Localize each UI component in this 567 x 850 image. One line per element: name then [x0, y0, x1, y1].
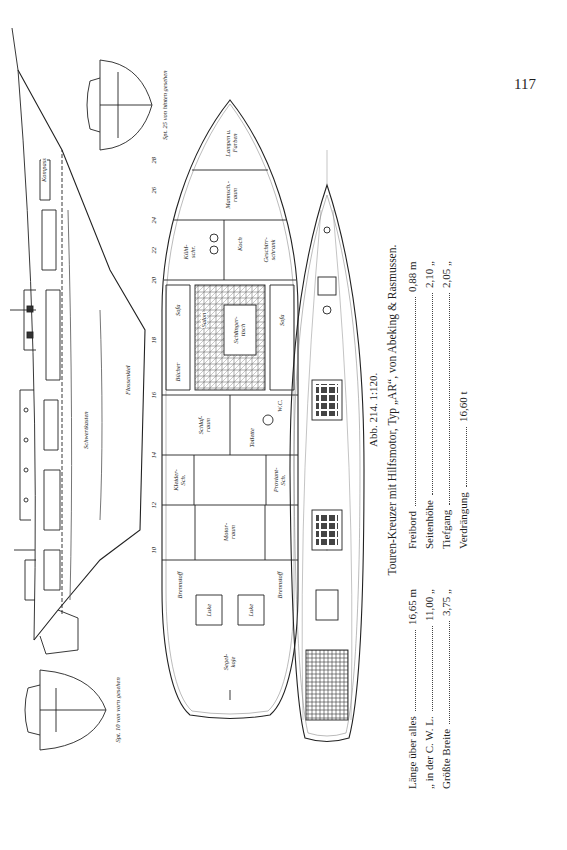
room-label: Sofa: [175, 303, 182, 317]
spec-value: 11,00 „: [424, 588, 436, 622]
room-label: Luke: [248, 603, 255, 618]
spec-name: Länge über alles: [407, 715, 419, 790]
figure-caption: Touren-Kreuzer mit Hilfsmotor, Typ „AR“,…: [386, 244, 398, 577]
room-label: Brennstoff: [277, 571, 284, 600]
frame-number: 24: [151, 216, 158, 225]
section-label: Spt. 25 von hinten gesehen: [162, 70, 169, 142]
frame-number: 12: [151, 501, 158, 510]
page-number: 117: [513, 77, 537, 93]
spec-name: Verdrängung: [458, 491, 470, 550]
dot-leader: [449, 621, 450, 724]
figure-number: Abb. 214. 1:120.: [368, 372, 380, 448]
part-label: Schwertkasten: [83, 410, 90, 450]
dot-leader: [415, 630, 416, 711]
room-label: Luke: [206, 603, 213, 618]
part-label: Flossenkiel: [125, 364, 132, 396]
spec-name: „ in der C. W. L.: [424, 715, 436, 790]
spec-name: Größte Breite: [441, 728, 453, 790]
dot-leader: [432, 293, 433, 495]
frame-number: 16: [151, 391, 158, 400]
part-label: Kompass: [41, 157, 48, 183]
room-label: Salon: [201, 312, 208, 329]
spec-value: 2,05 „: [441, 260, 453, 289]
dot-leader: [449, 293, 450, 505]
dot-leader: [432, 626, 433, 711]
dot-leader: [466, 427, 467, 487]
room-label: Segel- koje: [223, 647, 237, 677]
section-label: Spt. 10 von vorn gesehen: [115, 676, 122, 743]
room-label: Toilette: [249, 427, 256, 448]
spec-value: 3,75 „: [441, 588, 453, 617]
room-label: Schlaf- raum: [198, 409, 212, 441]
frame-number: 18: [151, 336, 158, 345]
spec-value: 16,60 t: [458, 390, 470, 423]
spec-value: 0,88 m: [407, 260, 419, 293]
room-label: Proviant- Sch.: [273, 464, 287, 496]
room-label: Bücher: [175, 362, 182, 383]
frame-number: 14: [151, 451, 158, 460]
spec-name: Tiefgang: [441, 509, 453, 550]
frame-number: 20: [151, 276, 158, 285]
spec-value: 16,65 m: [407, 588, 419, 626]
room-label: Brennstoff: [177, 571, 184, 600]
room-label: Lampen u. Farben: [225, 127, 239, 159]
room-label: Motor- raum: [223, 517, 237, 547]
spec-name: Freibord: [407, 510, 419, 550]
room-label: Koch: [237, 236, 244, 252]
room-label: Geschirr- schrank: [263, 233, 277, 267]
room-label: Kleider- Sch.: [173, 464, 187, 496]
room-label: Sofa: [279, 313, 286, 327]
room-label: W.C.: [277, 399, 284, 413]
spec-value: 2,10 „: [424, 260, 436, 289]
room-label: Schlinger- tisch: [233, 312, 247, 348]
dot-leader: [415, 297, 416, 506]
spec-name: Seitenhöhe: [424, 499, 436, 550]
room-label: Kühl- schr.: [183, 238, 197, 266]
frame-number: 22: [151, 246, 158, 255]
frame-number: 10: [151, 546, 158, 555]
frame-number: 28: [151, 156, 158, 165]
room-label: Mannsch.- raum: [225, 178, 239, 212]
frame-number: 26: [151, 186, 158, 195]
